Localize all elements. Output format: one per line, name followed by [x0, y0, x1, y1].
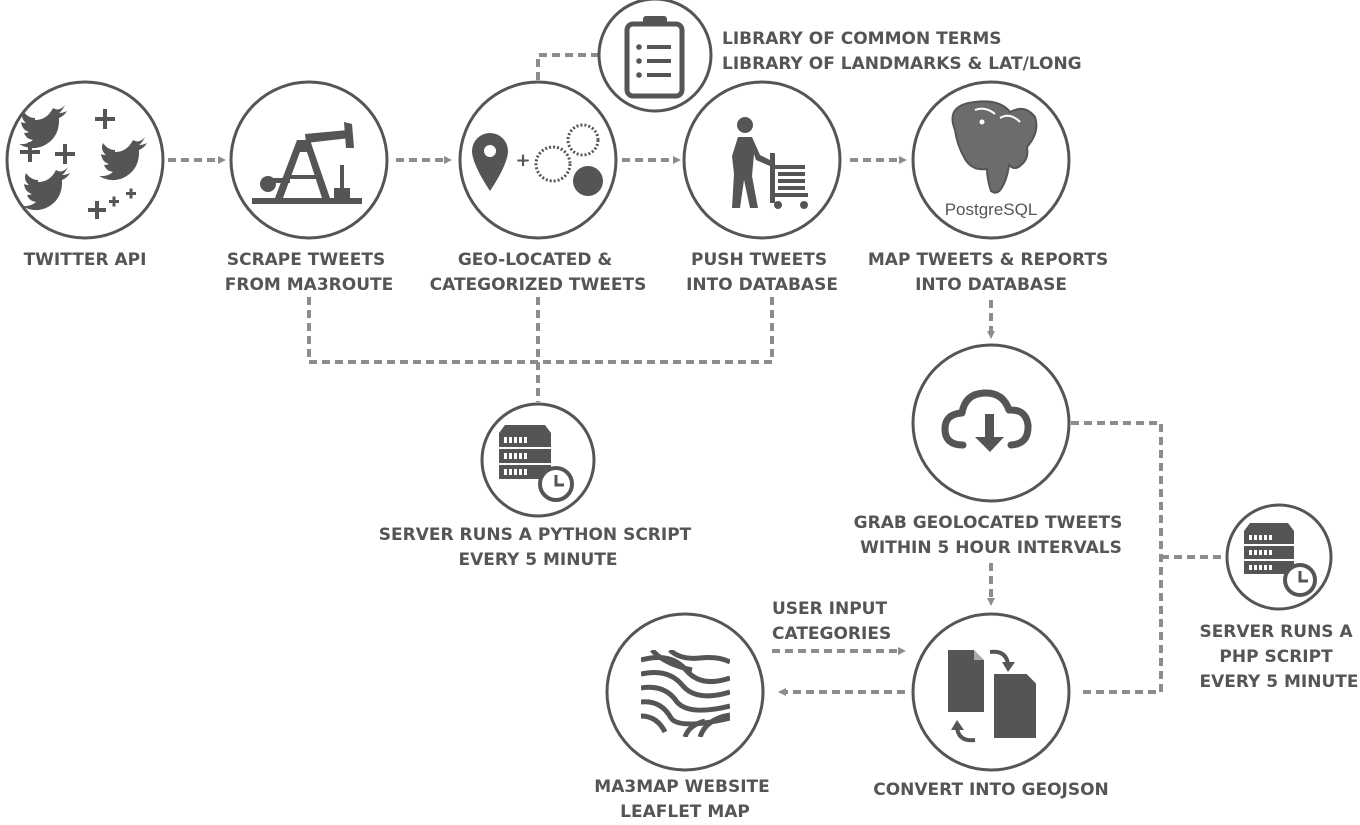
- node-scrape: SCRAPE TWEETS FROM MA3ROUTE: [225, 80, 393, 295]
- python-server-bracket: [307, 297, 774, 364]
- scrape-label: SCRAPE TWEETS FROM MA3ROUTE: [225, 250, 393, 295]
- svg-text:+: +: [515, 150, 530, 171]
- php-server-label: SERVER RUNS A PHP SCRIPT EVERY 5 MINUTE: [1199, 622, 1358, 692]
- node-postgres: PostgreSQL MAP TWEETS & REPORTS INTO DAT…: [868, 80, 1114, 295]
- grab-label: GRAB GEOLOCATED TWEETS WITHIN 5 HOUR INT…: [854, 513, 1129, 558]
- server-clock-icon: [1244, 523, 1317, 597]
- map-label: MA3MAP WEBSITE LEAFLET MAP: [594, 777, 775, 822]
- geo-label: GEO-LOCATED & CATEGORIZED TWEETS: [430, 250, 647, 295]
- server-clock-icon: [499, 425, 574, 502]
- oil-pump-icon: [252, 122, 362, 204]
- connectors: [168, 53, 1228, 696]
- twitter-birds-icon: [19, 105, 147, 219]
- person-cart-icon: [732, 117, 808, 209]
- push-label: PUSH TWEETS INTO DATABASE: [686, 250, 838, 295]
- node-twitter-api: TWITTER API: [5, 80, 165, 270]
- cloud-download-icon: [941, 389, 1032, 452]
- postgres-label: MAP TWEETS & REPORTS INTO DATABASE: [868, 250, 1114, 295]
- library-connector: [536, 53, 600, 80]
- zebra-map-icon: [641, 650, 730, 737]
- clipboard-list-icon: [624, 16, 685, 99]
- convert-circle: [911, 612, 1071, 772]
- node-grab: GRAB GEOLOCATED TWEETS WITHIN 5 HOUR INT…: [854, 343, 1129, 558]
- python-server-label: SERVER RUNS A PYTHON SCRIPT EVERY 5 MINU…: [379, 525, 697, 570]
- postgresql-logo-icon: PostgreSQL: [945, 100, 1038, 219]
- node-push: PUSH TWEETS INTO DATABASE: [682, 80, 842, 295]
- convert-label: CONVERT INTO GEOJSON: [873, 780, 1109, 800]
- node-map: MA3MAP WEBSITE LEAFLET MAP: [594, 612, 775, 822]
- node-python-server: SERVER RUNS A PYTHON SCRIPT EVERY 5 MINU…: [379, 402, 697, 570]
- svg-text:PostgreSQL: PostgreSQL: [945, 200, 1038, 219]
- node-php-server: SERVER RUNS A PHP SCRIPT EVERY 5 MINUTE: [1199, 503, 1359, 692]
- map-pin-categories-icon: +: [472, 123, 603, 196]
- scrape-circle: [229, 80, 389, 240]
- node-geo: + GEO-LOCATED & CATEGORIZED TWEETS: [430, 80, 647, 295]
- file-convert-icon: [948, 649, 1038, 743]
- twitter-api-label: TWITTER API: [24, 250, 147, 270]
- node-library: LIBRARY OF COMMON TERMS LIBRARY OF LANDM…: [597, 0, 1082, 113]
- library-label: LIBRARY OF COMMON TERMS LIBRARY OF LANDM…: [722, 29, 1082, 74]
- user-input-label: USER INPUT CATEGORIES: [772, 599, 893, 644]
- node-convert: CONVERT INTO GEOJSON: [873, 612, 1109, 800]
